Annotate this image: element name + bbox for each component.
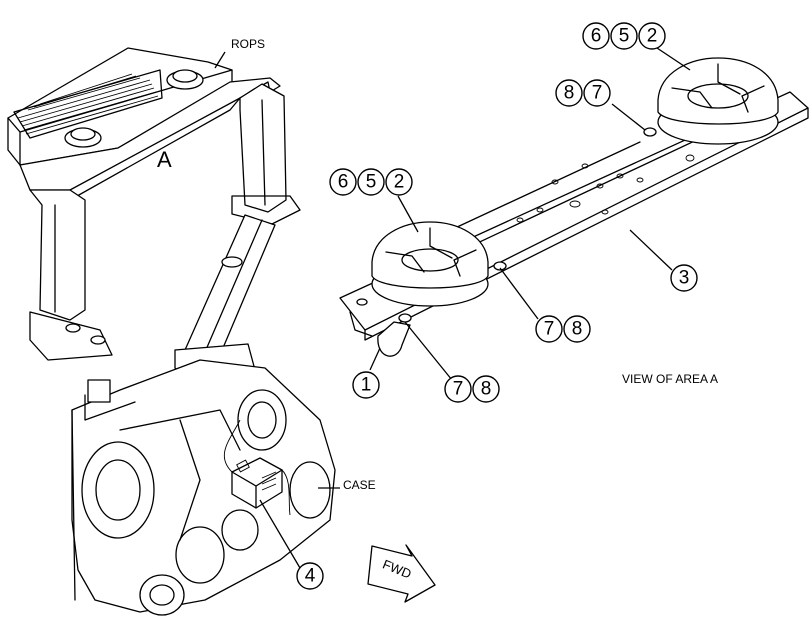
case-label: CASE — [343, 478, 376, 492]
svg-text:5: 5 — [366, 172, 377, 193]
callout-group-6-5-2-top: 6 5 2 — [582, 22, 666, 50]
callout-7: 7 — [444, 375, 472, 403]
svg-text:2: 2 — [394, 172, 405, 193]
fwd-arrow: FWD — [367, 544, 436, 603]
callout-2: 2 — [385, 168, 413, 196]
callout-5: 5 — [610, 22, 638, 50]
callout-8: 8 — [472, 375, 500, 403]
callout-3: 3 — [670, 264, 698, 292]
svg-text:8: 8 — [572, 319, 583, 340]
svg-text:6: 6 — [338, 172, 349, 193]
callout-1: 1 — [352, 371, 380, 399]
view-of-area-a-label: VIEW OF AREA A — [622, 372, 718, 386]
svg-text:5: 5 — [619, 26, 630, 47]
area-a-view-drawing — [339, 57, 809, 357]
callout-4: 4 — [296, 562, 324, 590]
callout-group-7-8-low: 7 8 — [444, 375, 500, 403]
svg-text:3: 3 — [679, 268, 690, 289]
callout-group-7-8-mid: 7 8 — [535, 315, 591, 343]
svg-text:2: 2 — [647, 26, 658, 47]
callout-6: 6 — [329, 168, 357, 196]
callout-8: 8 — [555, 79, 583, 107]
svg-text:8: 8 — [481, 379, 492, 400]
leader-lines — [214, 45, 691, 569]
callout-6: 6 — [582, 22, 610, 50]
callout-7: 7 — [535, 315, 563, 343]
svg-text:7: 7 — [592, 83, 603, 104]
svg-text:6: 6 — [591, 26, 602, 47]
area-a-label: A — [157, 147, 172, 172]
svg-text:7: 7 — [453, 379, 464, 400]
callout-2: 2 — [638, 22, 666, 50]
rops-assembly-drawing — [7, 47, 336, 616]
callout-5: 5 — [357, 168, 385, 196]
svg-text:7: 7 — [544, 319, 555, 340]
svg-text:1: 1 — [361, 375, 372, 396]
callout-group-8-7-top: 8 7 — [555, 79, 611, 107]
svg-text:4: 4 — [305, 566, 316, 587]
svg-text:8: 8 — [564, 83, 575, 104]
rops-label: ROPS — [231, 37, 265, 51]
callout-7: 7 — [583, 79, 611, 107]
callout-group-6-5-2-left: 6 5 2 — [329, 168, 413, 196]
callout-8: 8 — [563, 315, 591, 343]
